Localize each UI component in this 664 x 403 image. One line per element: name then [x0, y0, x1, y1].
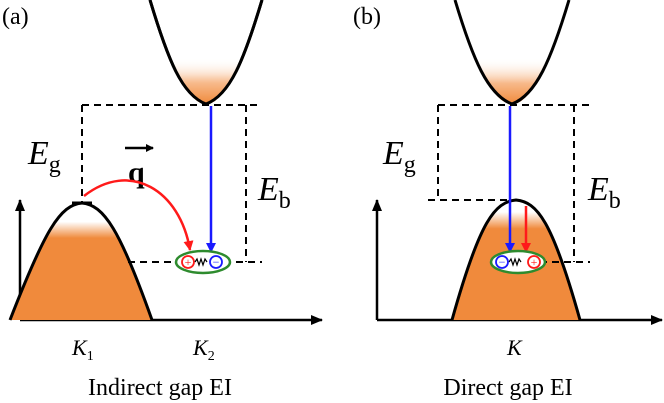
svg-text:−: −	[499, 255, 506, 269]
valence-band-fill	[10, 203, 152, 320]
exciton-a: + −	[174, 249, 232, 275]
caption-direct: Direct gap EI	[443, 375, 572, 401]
k1-label: K1	[71, 335, 94, 364]
conduction-band-occupation	[476, 58, 548, 104]
eb-label: Eb	[257, 171, 291, 214]
panel-a-label: (a)	[2, 4, 29, 30]
hole-charge	[181, 255, 195, 269]
eg-label: Eg	[382, 135, 416, 178]
k2-label: K2	[192, 335, 215, 364]
eb-label: Eb	[587, 171, 621, 214]
electron-charge	[209, 255, 223, 269]
electron-charge	[495, 255, 509, 269]
eg-label: Eg	[27, 135, 61, 178]
panel-b-label: (b)	[353, 4, 381, 30]
valence-band-curve	[450, 198, 582, 321]
panel-b: (b) Eg Eb − + K Direc	[353, 0, 663, 401]
k-label: K	[506, 335, 523, 360]
svg-text:+: +	[531, 255, 538, 269]
hole-momentum-arrow	[83, 179, 194, 251]
exciton-b: − +	[489, 249, 547, 275]
hole-charge	[527, 255, 541, 269]
coulomb-spring	[194, 257, 208, 267]
svg-text:+: +	[185, 255, 192, 269]
panel-a: (a) Eg Eb q +	[2, 0, 323, 401]
caption-indirect: Indirect gap EI	[88, 375, 232, 401]
svg-text:−: −	[213, 255, 220, 269]
conduction-band-occupation	[170, 58, 242, 104]
coulomb-spring	[508, 257, 522, 267]
